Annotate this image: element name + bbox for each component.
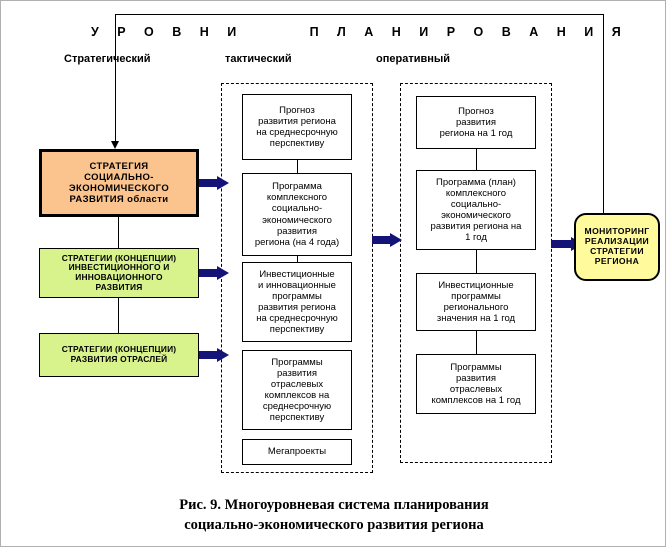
level-label-operational: оперативный	[376, 53, 451, 65]
arrow-branch-to-tactical	[199, 348, 229, 362]
connector-tactical-1-2	[297, 160, 298, 173]
node-strategies-investment-innovation[interactable]: СТРАТЕГИИ (КОНЦЕПЦИИ) ИНВЕСТИЦИОННОГО И …	[39, 248, 199, 298]
operational-group-container	[400, 83, 552, 463]
node-operational-investment-programs[interactable]: Инвестиционные программы регионального з…	[416, 273, 536, 331]
connector-strategy-to-green1	[118, 217, 119, 248]
node-tactical-complex-program[interactable]: Программа комплексного социально- эконом…	[242, 173, 352, 256]
top-bracket-horizontal	[115, 14, 604, 15]
node-strategy-socio-economic[interactable]: СТРАТЕГИЯ СОЦИАЛЬНО- ЭКОНОМИЧЕСКОГО РАЗВ…	[39, 149, 199, 217]
level-label-strategic: Стратегический	[64, 53, 151, 65]
level-label-tactical: тактический	[225, 53, 292, 65]
connector-tactical-2-3	[297, 256, 298, 262]
node-operational-forecast[interactable]: Прогноз развития региона на 1 год	[416, 96, 536, 149]
arrow-tactical-to-operational	[372, 233, 402, 247]
top-bracket-right-drop	[603, 14, 604, 214]
strategy-inbound-arrowhead	[111, 141, 119, 149]
node-monitoring-strategy-implementation[interactable]: МОНИТОРИНГ РЕАЛИЗАЦИИ СТРАТЕГИИ РЕГИОНА	[574, 213, 660, 281]
arrow-investment-to-tactical	[199, 266, 229, 280]
connector-operational-1-2	[476, 149, 477, 170]
node-tactical-forecast[interactable]: Прогноз развития региона на среднесрочну…	[242, 94, 352, 160]
node-tactical-investment-programs[interactable]: Инвестиционные и инновационные программы…	[242, 262, 352, 342]
connector-operational-3-4	[476, 331, 477, 354]
node-tactical-branch-programs[interactable]: Программы развития отраслевых комплексов…	[242, 350, 352, 430]
connector-operational-2-3	[476, 250, 477, 273]
node-tactical-megaprojects[interactable]: Мегапроекты	[242, 439, 352, 465]
top-bracket-left-drop	[115, 14, 116, 142]
node-operational-branch-programs[interactable]: Программы развития отраслевых комплексов…	[416, 354, 536, 414]
arrow-strategy-to-tactical	[199, 176, 229, 190]
node-strategies-branch-development[interactable]: СТРАТЕГИИ (КОНЦЕПЦИИ) РАЗВИТИЯ ОТРАСЛЕЙ	[39, 333, 199, 377]
figure-caption: Рис. 9. Многоуровневая система планирова…	[179, 497, 489, 533]
connector-green1-to-green2	[118, 298, 119, 333]
page-title: У Р О В Н И П Л А Н И Р О В А Н И Я	[91, 25, 629, 39]
node-operational-complex-program[interactable]: Программа (план) комплексного социально-…	[416, 170, 536, 250]
